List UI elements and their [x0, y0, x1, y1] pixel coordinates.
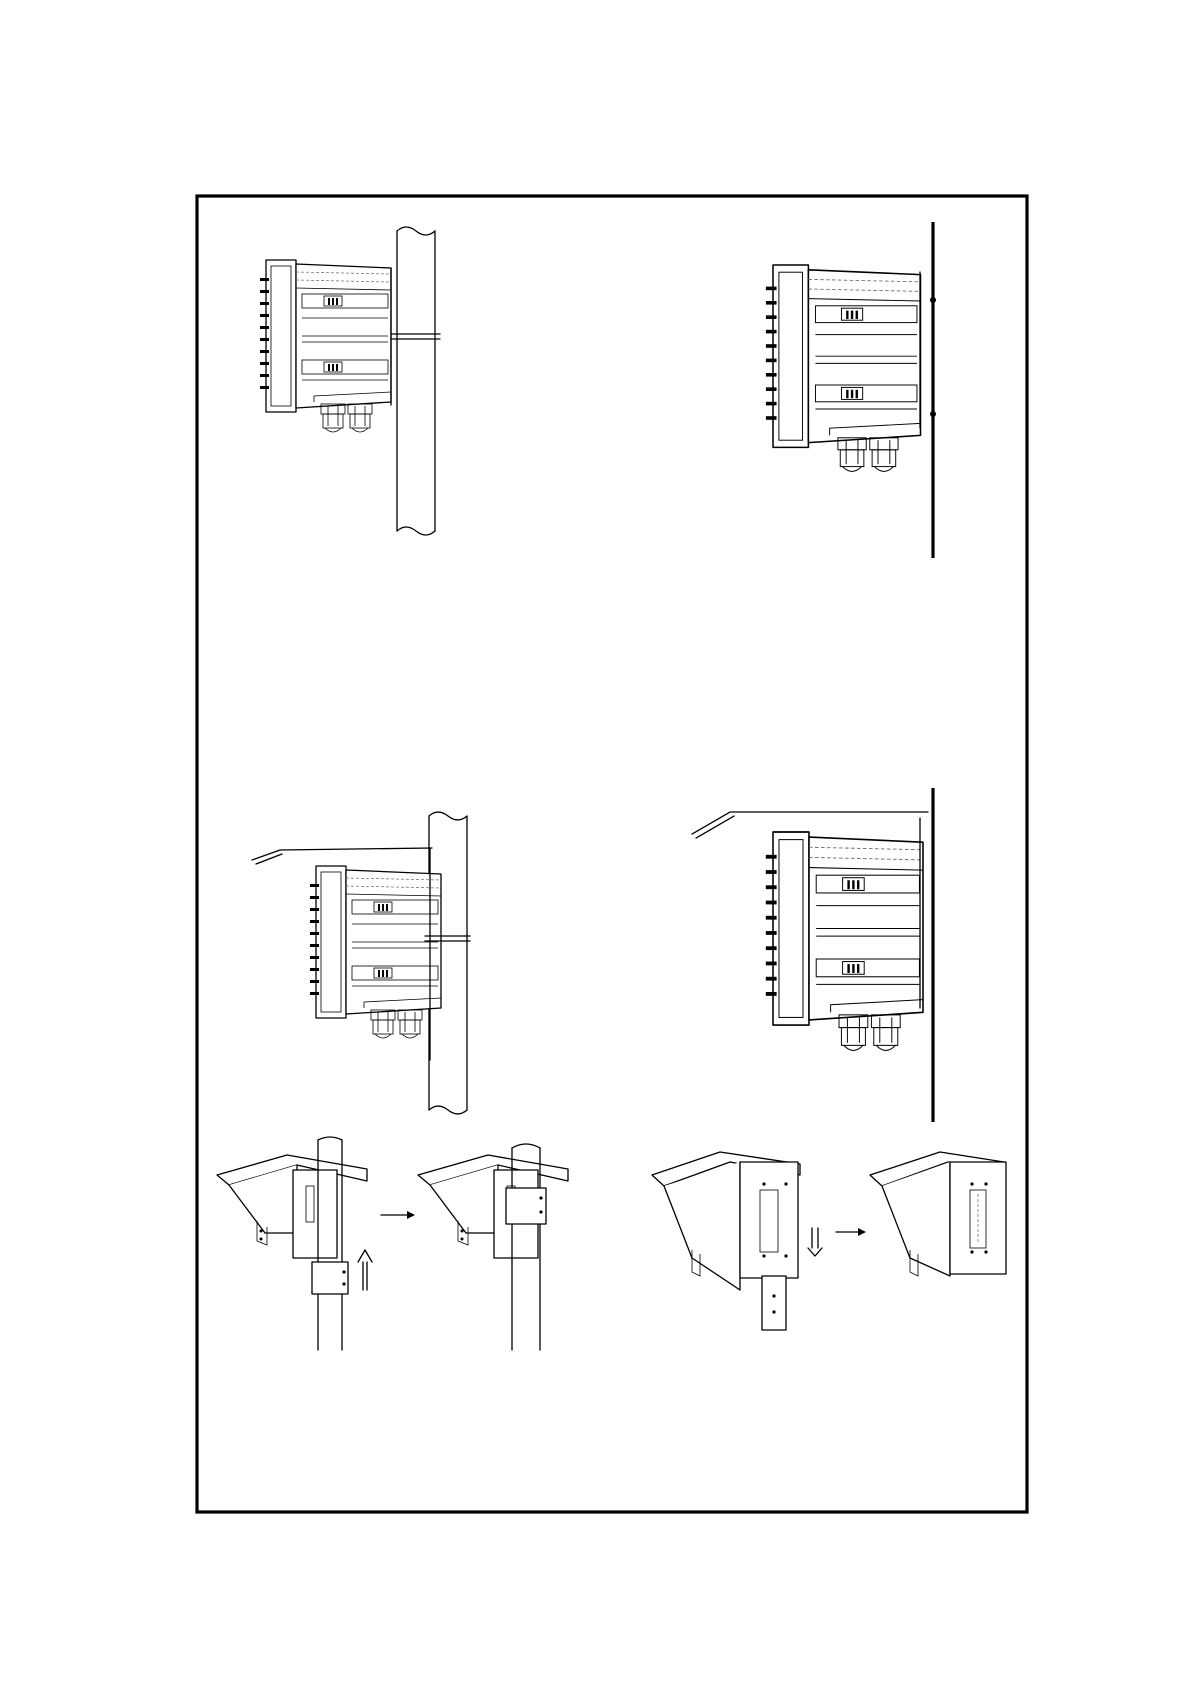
pipe-sunshade-panel: [252, 812, 470, 1114]
pipe-mount-panel: [260, 227, 440, 535]
wall-mount-panel: [766, 222, 936, 558]
arrow-right-icon: [381, 1211, 415, 1219]
arrow-right-icon: [836, 1228, 866, 1236]
arrow-down-icon: [808, 1228, 822, 1256]
transmitter-instrument: [260, 260, 391, 432]
wall-sunshade-panel: [692, 788, 933, 1122]
sunshade-pipe-assembly-panel: [217, 1137, 568, 1350]
arrow-up-icon: [358, 1250, 372, 1290]
sunshade-wall-assembly-panel: [652, 1152, 1006, 1330]
